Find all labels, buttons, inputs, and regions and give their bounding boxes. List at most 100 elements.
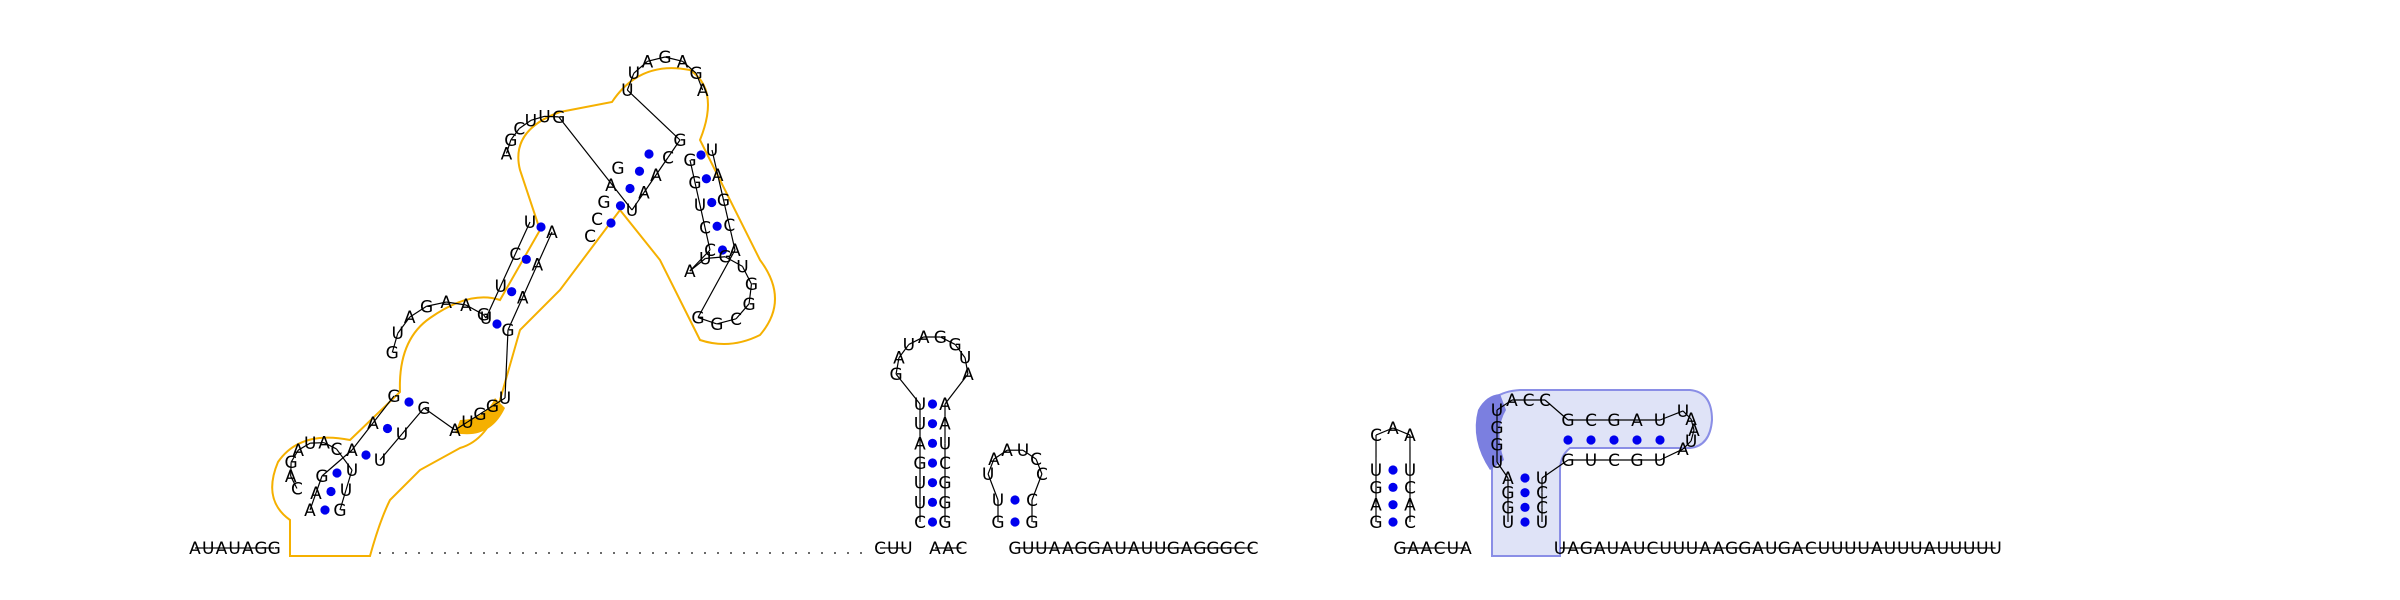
hairpin-a-stem: A: [939, 395, 951, 415]
baseline-nucleotide: U: [1633, 539, 1645, 559]
baseline-nucleotide: A: [1181, 539, 1193, 559]
backbone-link: [964, 357, 969, 375]
backbone-link: [689, 258, 706, 272]
baseline-nucleotide: G: [1193, 539, 1206, 559]
baseline-nucleotide: U: [1114, 539, 1126, 559]
baseline-nucleotide: U: [1963, 539, 1975, 559]
backbone-link: [446, 301, 467, 306]
hairpin-a-pair: [927, 438, 938, 448]
orange-pair: [625, 183, 635, 194]
orange-pair: [404, 397, 414, 407]
backbone-link: [485, 285, 502, 319]
backbone-link: [423, 407, 456, 431]
baseline-nucleotide: U: [1950, 539, 1962, 559]
backbone-link: [689, 249, 711, 272]
blue-arm: G: [1630, 451, 1643, 471]
orange-stem: A: [517, 288, 529, 308]
orange-internal-loop: A: [460, 296, 472, 316]
blue-loop-top: A: [1506, 391, 1518, 411]
backbone-link: [987, 473, 999, 501]
backbone-link: [315, 475, 323, 494]
backbone-link: [510, 128, 520, 141]
baseline-nucleotide: U: [228, 539, 240, 559]
baseline-nucleotide: A: [942, 539, 954, 559]
baseline-nucleotide: U: [1910, 539, 1922, 559]
backbone-link: [697, 249, 736, 318]
backbone-link: [351, 422, 374, 451]
blue-loop-top: C: [1539, 391, 1551, 411]
hairpin-a-pair: [927, 478, 938, 488]
baseline-nucleotide: A: [1713, 539, 1725, 559]
blue-arm-pair: [1563, 435, 1573, 445]
orange-loop: C: [291, 479, 303, 499]
hairpin-a-loop: G: [949, 335, 962, 355]
backbone-link: [655, 157, 669, 176]
orange-branch-stem: A: [729, 241, 741, 261]
baseline-nucleotide: G: [1167, 539, 1180, 559]
baseline-nucleotide: G: [1074, 539, 1087, 559]
hairpin-b-loop: C: [1036, 465, 1048, 485]
baseline-nucleotide: A: [1049, 539, 1061, 559]
backbone-link: [397, 316, 411, 334]
orange-stem: A: [638, 184, 650, 204]
baseline-nucleotide: U: [1884, 539, 1896, 559]
blue-stem: G: [1501, 498, 1514, 518]
backbone-link: [1496, 461, 1509, 479]
orange-stem: G: [673, 131, 686, 151]
orange-stem: C: [662, 149, 674, 169]
orange-loop: U: [304, 434, 316, 454]
baseline-nucleotide: C: [1434, 539, 1446, 559]
backbone-link: [504, 329, 509, 399]
orange-branch-loop: G: [691, 309, 704, 329]
orange-pair: [492, 319, 502, 329]
backbone-link: [895, 357, 900, 375]
backbone-link: [633, 60, 648, 74]
baseline-nucleotide: G: [1393, 539, 1406, 559]
orange-pair: [606, 218, 616, 228]
backbone-link: [290, 475, 298, 489]
hairpin-b-loop: A: [988, 450, 1000, 470]
blue-stem-pair: [1520, 502, 1530, 512]
orange-branch-loop: C: [730, 310, 742, 330]
backbone-link: [536, 231, 553, 265]
orange-branch-loop: G: [742, 295, 755, 315]
blue-loop-dark: U: [1491, 453, 1503, 473]
backbone-link: [695, 72, 704, 91]
hairpin-c-pair: [1388, 482, 1398, 492]
hairpin-c-stem: U: [1370, 461, 1382, 481]
hairpin-c-loop: A: [1387, 419, 1399, 439]
backbone-link: [689, 159, 696, 183]
blue-stem-pair: [1520, 517, 1530, 527]
backbone-link: [722, 199, 730, 226]
hairpin-a-loop: G: [934, 328, 947, 348]
gap-dot: [678, 552, 680, 554]
orange-pair: [712, 221, 722, 231]
hairpin-a-loop: U: [903, 335, 915, 355]
orange-loop: U: [538, 107, 550, 127]
backbone-link: [1392, 427, 1411, 436]
baseline-nucleotide: U: [887, 539, 899, 559]
gap-dot: [522, 552, 524, 554]
backbone-link: [1375, 427, 1394, 436]
orange-branch-loop: U: [699, 249, 711, 269]
baseline-nucleotide: G: [268, 539, 281, 559]
baseline-nucleotide: A: [216, 539, 228, 559]
gap-dot: [548, 552, 550, 554]
backbone-link: [1544, 399, 1569, 421]
gap-dot: [405, 552, 407, 554]
gap-dot: [639, 552, 641, 554]
orange-stem: U: [396, 425, 408, 445]
orange-stem: U: [346, 461, 358, 481]
blue-arm: G: [1607, 411, 1620, 431]
baseline-nucleotide: U: [1818, 539, 1830, 559]
orange-stem: U: [524, 213, 536, 233]
hairpin-c-stem: A: [1370, 496, 1382, 516]
backbone-link: [1022, 449, 1037, 460]
baseline-nucleotide: G: [254, 539, 267, 559]
backbone-link: [507, 297, 524, 331]
backbone-link: [699, 204, 706, 228]
backbone-link: [1035, 458, 1043, 475]
highlight-layer: [271, 67, 1714, 557]
orange-pair: [326, 486, 336, 497]
hairpin-c-stem: G: [1369, 513, 1382, 533]
